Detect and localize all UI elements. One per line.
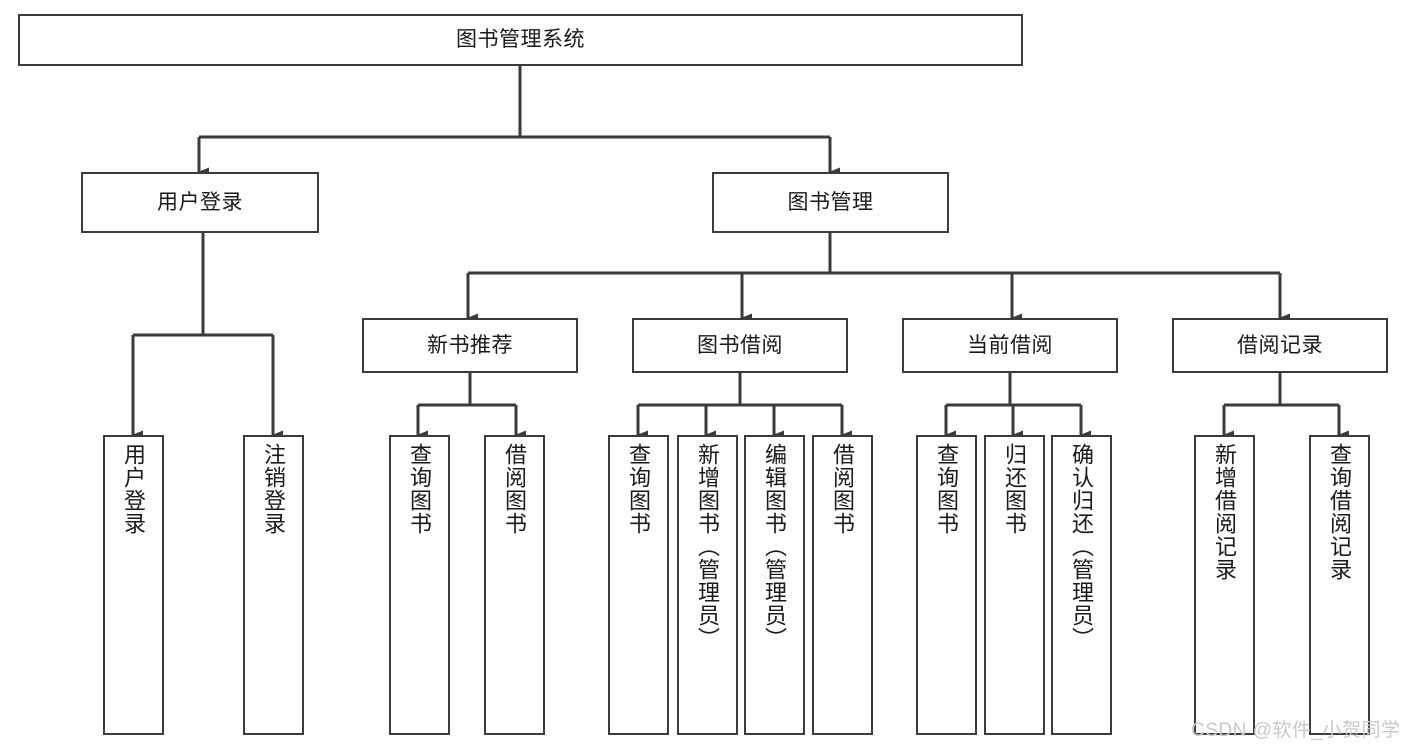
node-leaf-query-borrow-record[interactable]: 查询借阅记录 — [1309, 435, 1370, 735]
node-leaf-logout[interactable]: 注销登录 — [243, 435, 304, 735]
node-label: 用户登录 — [121, 443, 147, 535]
node-book-borrow[interactable]: 图书借阅 — [632, 318, 848, 373]
node-leaf-edit-book[interactable]: 编辑图书（管理员） — [744, 435, 805, 735]
connector-lines — [131, 66, 1349, 440]
node-leaf-query-book-3[interactable]: 查询图书 — [916, 435, 977, 735]
node-label: 用户登录 — [157, 190, 243, 214]
node-label: 图书管理 — [787, 190, 874, 214]
node-new-book-recommend[interactable]: 新书推荐 — [362, 318, 578, 373]
node-label: 新增图书（管理员） — [695, 443, 721, 650]
node-label: 归还图书 — [1002, 443, 1028, 535]
node-user-login[interactable]: 用户登录 — [81, 172, 319, 233]
node-label: 编辑图书（管理员） — [762, 443, 788, 650]
node-leaf-borrow-book-1[interactable]: 借阅图书 — [484, 435, 545, 735]
node-leaf-add-borrow-record[interactable]: 新增借阅记录 — [1194, 435, 1255, 735]
node-book-management[interactable]: 图书管理 — [712, 172, 949, 233]
node-label: 查询图书 — [407, 443, 433, 535]
node-label: 查询图书 — [626, 443, 652, 535]
node-label: 查询借阅记录 — [1327, 443, 1353, 581]
node-leaf-return-book[interactable]: 归还图书 — [984, 435, 1045, 735]
node-leaf-query-book-1[interactable]: 查询图书 — [389, 435, 450, 735]
node-current-borrow[interactable]: 当前借阅 — [902, 318, 1118, 373]
node-label: 图书管理系统 — [456, 28, 585, 52]
node-leaf-user-login[interactable]: 用户登录 — [103, 435, 164, 735]
node-label: 确认归还（管理员） — [1069, 443, 1095, 650]
node-book-management-system[interactable]: 图书管理系统 — [18, 14, 1023, 66]
node-label: 新书推荐 — [427, 333, 513, 357]
node-label: 图书借阅 — [697, 333, 783, 357]
node-label: 借阅图书 — [830, 443, 856, 535]
node-leaf-borrow-book-2[interactable]: 借阅图书 — [812, 435, 873, 735]
node-label: 借阅记录 — [1237, 333, 1323, 357]
node-leaf-add-book[interactable]: 新增图书（管理员） — [677, 435, 738, 735]
node-label: 注销登录 — [261, 443, 287, 535]
node-label: 新增借阅记录 — [1212, 443, 1238, 581]
node-label: 当前借阅 — [967, 333, 1053, 357]
node-borrow-record[interactable]: 借阅记录 — [1172, 318, 1388, 373]
node-label: 借阅图书 — [502, 443, 528, 535]
node-label: 查询图书 — [934, 443, 960, 535]
node-leaf-query-book-2[interactable]: 查询图书 — [608, 435, 669, 735]
node-leaf-confirm-return[interactable]: 确认归还（管理员） — [1051, 435, 1112, 735]
